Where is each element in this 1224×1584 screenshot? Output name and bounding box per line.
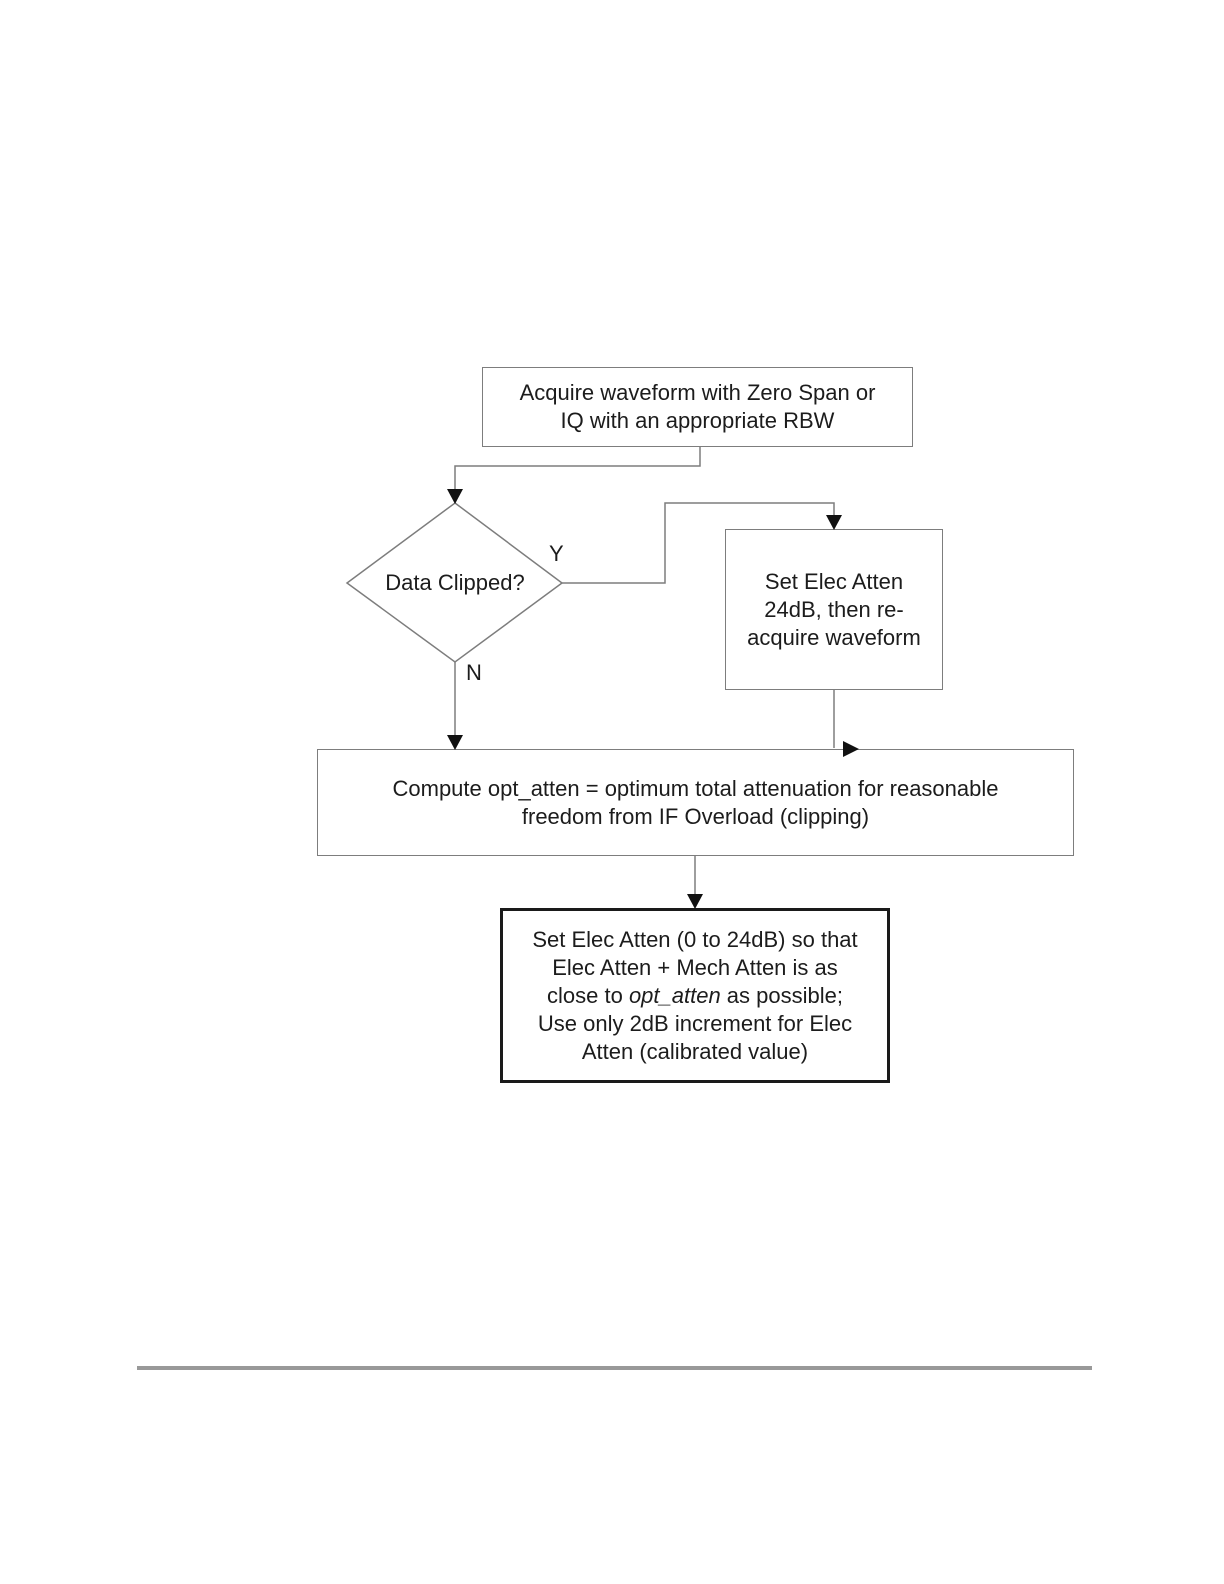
connector-acquire-to-decision (454, 447, 701, 491)
node-text-line: IQ with an appropriate RBW (560, 408, 835, 433)
node-text-line: Use only 2dB increment for Elec (537, 1010, 853, 1036)
node-text-line: Set Elec Atten (764, 568, 904, 594)
arrowhead-into-final-icon (687, 894, 703, 909)
node-compute-opt-atten: Compute opt_atten = optimum total attenu… (317, 749, 1074, 856)
node-text-line: Acquire waveform with Zero Span or (519, 380, 876, 405)
node-text-line: acquire waveform (747, 624, 921, 650)
node-text-italic-segment: opt_atten (628, 982, 721, 1008)
arrowhead-into-decision-icon (447, 489, 463, 504)
node-set-elec-atten-final: Set Elec Atten (0 to 24dB) so that Elec … (500, 908, 890, 1083)
node-text-segment: as possible; (720, 982, 843, 1008)
decision-label: Data Clipped? (385, 570, 525, 595)
node-text-segment: close to (547, 982, 629, 1008)
node-text-line: freedom from IF Overload (clipping) (521, 803, 870, 829)
node-text-line: Atten (calibrated value) (581, 1038, 809, 1064)
branch-label-yes: Y (549, 541, 564, 566)
node-text-line: 24dB, then re- (764, 596, 904, 622)
node-text-line: Elec Atten + Mech Atten is as (552, 954, 838, 980)
branch-label-no: N (466, 660, 482, 685)
node-text-line: close to opt_atten as possible; (547, 982, 843, 1010)
node-text-line: Compute opt_atten = optimum total attenu… (392, 775, 999, 801)
footer-divider-line (137, 1366, 1092, 1370)
node-text-line: Set Elec Atten (0 to 24dB) so that (532, 926, 858, 952)
arrowhead-into-set24-icon (826, 515, 842, 530)
node-set-elec-atten-24: Set Elec Atten 24dB, then re- acquire wa… (725, 529, 943, 690)
node-acquire-waveform: Acquire waveform with Zero Span or IQ wi… (482, 367, 913, 447)
arrowhead-no-into-compute-icon (447, 735, 463, 750)
